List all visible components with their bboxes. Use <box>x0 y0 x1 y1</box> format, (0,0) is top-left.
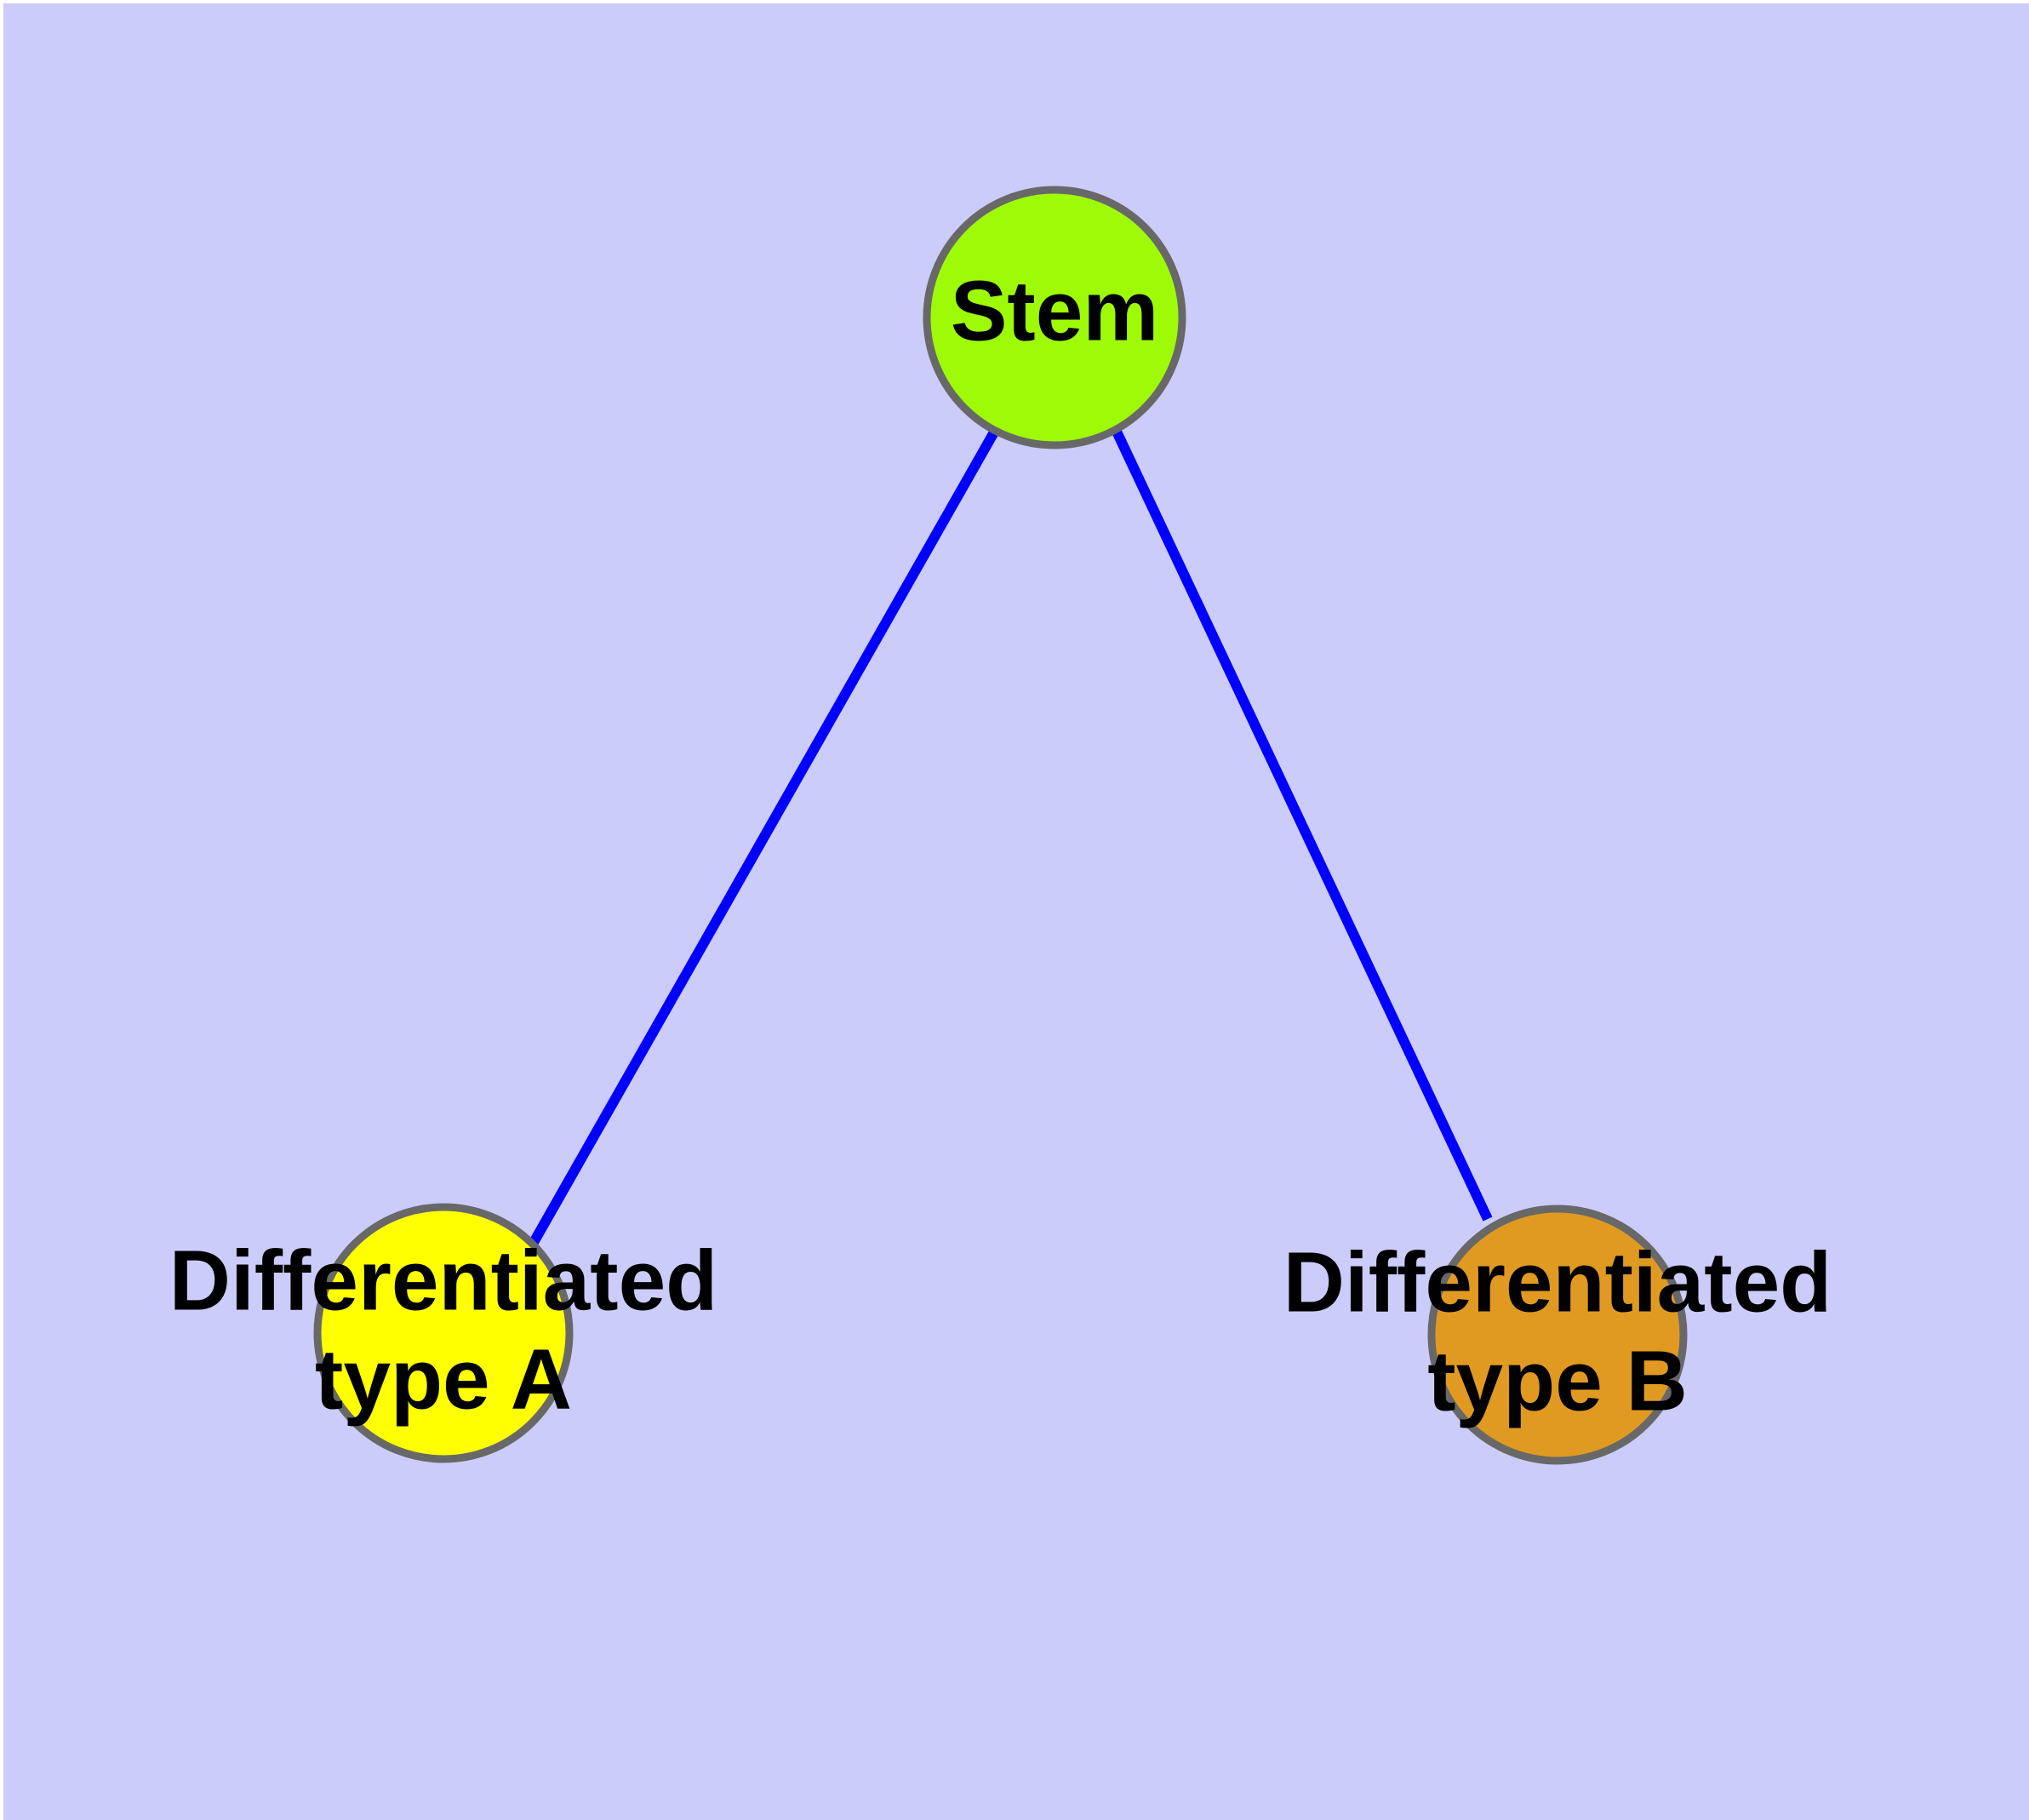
node-differentiated-type-b[interactable] <box>1427 1205 1688 1465</box>
node-differentiated-type-a[interactable] <box>313 1203 574 1463</box>
node-differentiated-type-a-circle[interactable] <box>313 1203 574 1463</box>
node-differentiated-type-b-label-line1: Differentiated <box>1283 1234 1832 1330</box>
node-stem[interactable] <box>923 186 1186 449</box>
node-stem-circle[interactable] <box>923 186 1186 449</box>
node-differentiated-type-b-circle[interactable] <box>1427 1205 1688 1465</box>
node-differentiated-type-a-label-line2: type A <box>315 1331 572 1427</box>
node-labels-group: Stem Differentiated type A Differentiate… <box>169 263 1832 1428</box>
edge-stem-to-differentiated-type-b <box>1112 429 1493 1222</box>
node-differentiated-type-b-label-line2: type B <box>1427 1333 1688 1428</box>
node-stem-label: Stem <box>951 263 1159 358</box>
edge-stem-to-differentiated-type-a <box>527 428 1000 1248</box>
node-differentiated-type-a-label-line1: Differentiated <box>169 1233 718 1328</box>
edges-group <box>527 428 1493 1248</box>
